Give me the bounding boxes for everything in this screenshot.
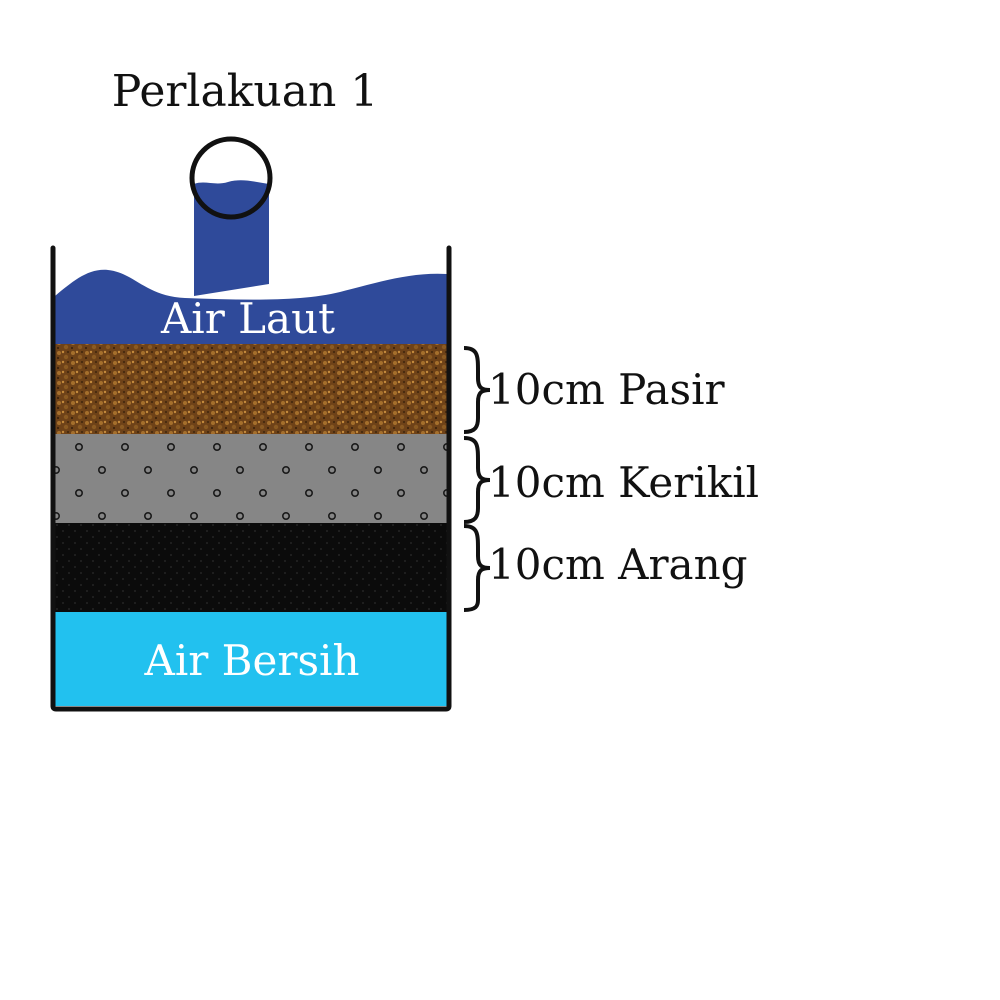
charcoal-layer [55, 523, 447, 612]
charcoal-brace-icon [463, 524, 491, 612]
sand-brace-icon [463, 346, 491, 434]
water-source-icon [189, 136, 273, 220]
sand-label: 10cm Pasir [488, 365, 726, 414]
gravel-brace-icon [463, 436, 491, 524]
container-outline [50, 245, 452, 712]
clean-water-layer [55, 612, 447, 706]
sand-layer [55, 344, 447, 434]
sea-water-layer [55, 269, 447, 344]
sea-water-label: Air Laut [160, 294, 335, 343]
gravel-label: 10cm Kerikil [488, 458, 759, 507]
clean-water-label: Air Bersih [143, 636, 359, 685]
gravel-layer [55, 434, 447, 523]
water-stream [194, 180, 269, 296]
charcoal-label: 10cm Arang [488, 540, 748, 589]
diagram-title: Perlakuan 1 [112, 66, 379, 117]
